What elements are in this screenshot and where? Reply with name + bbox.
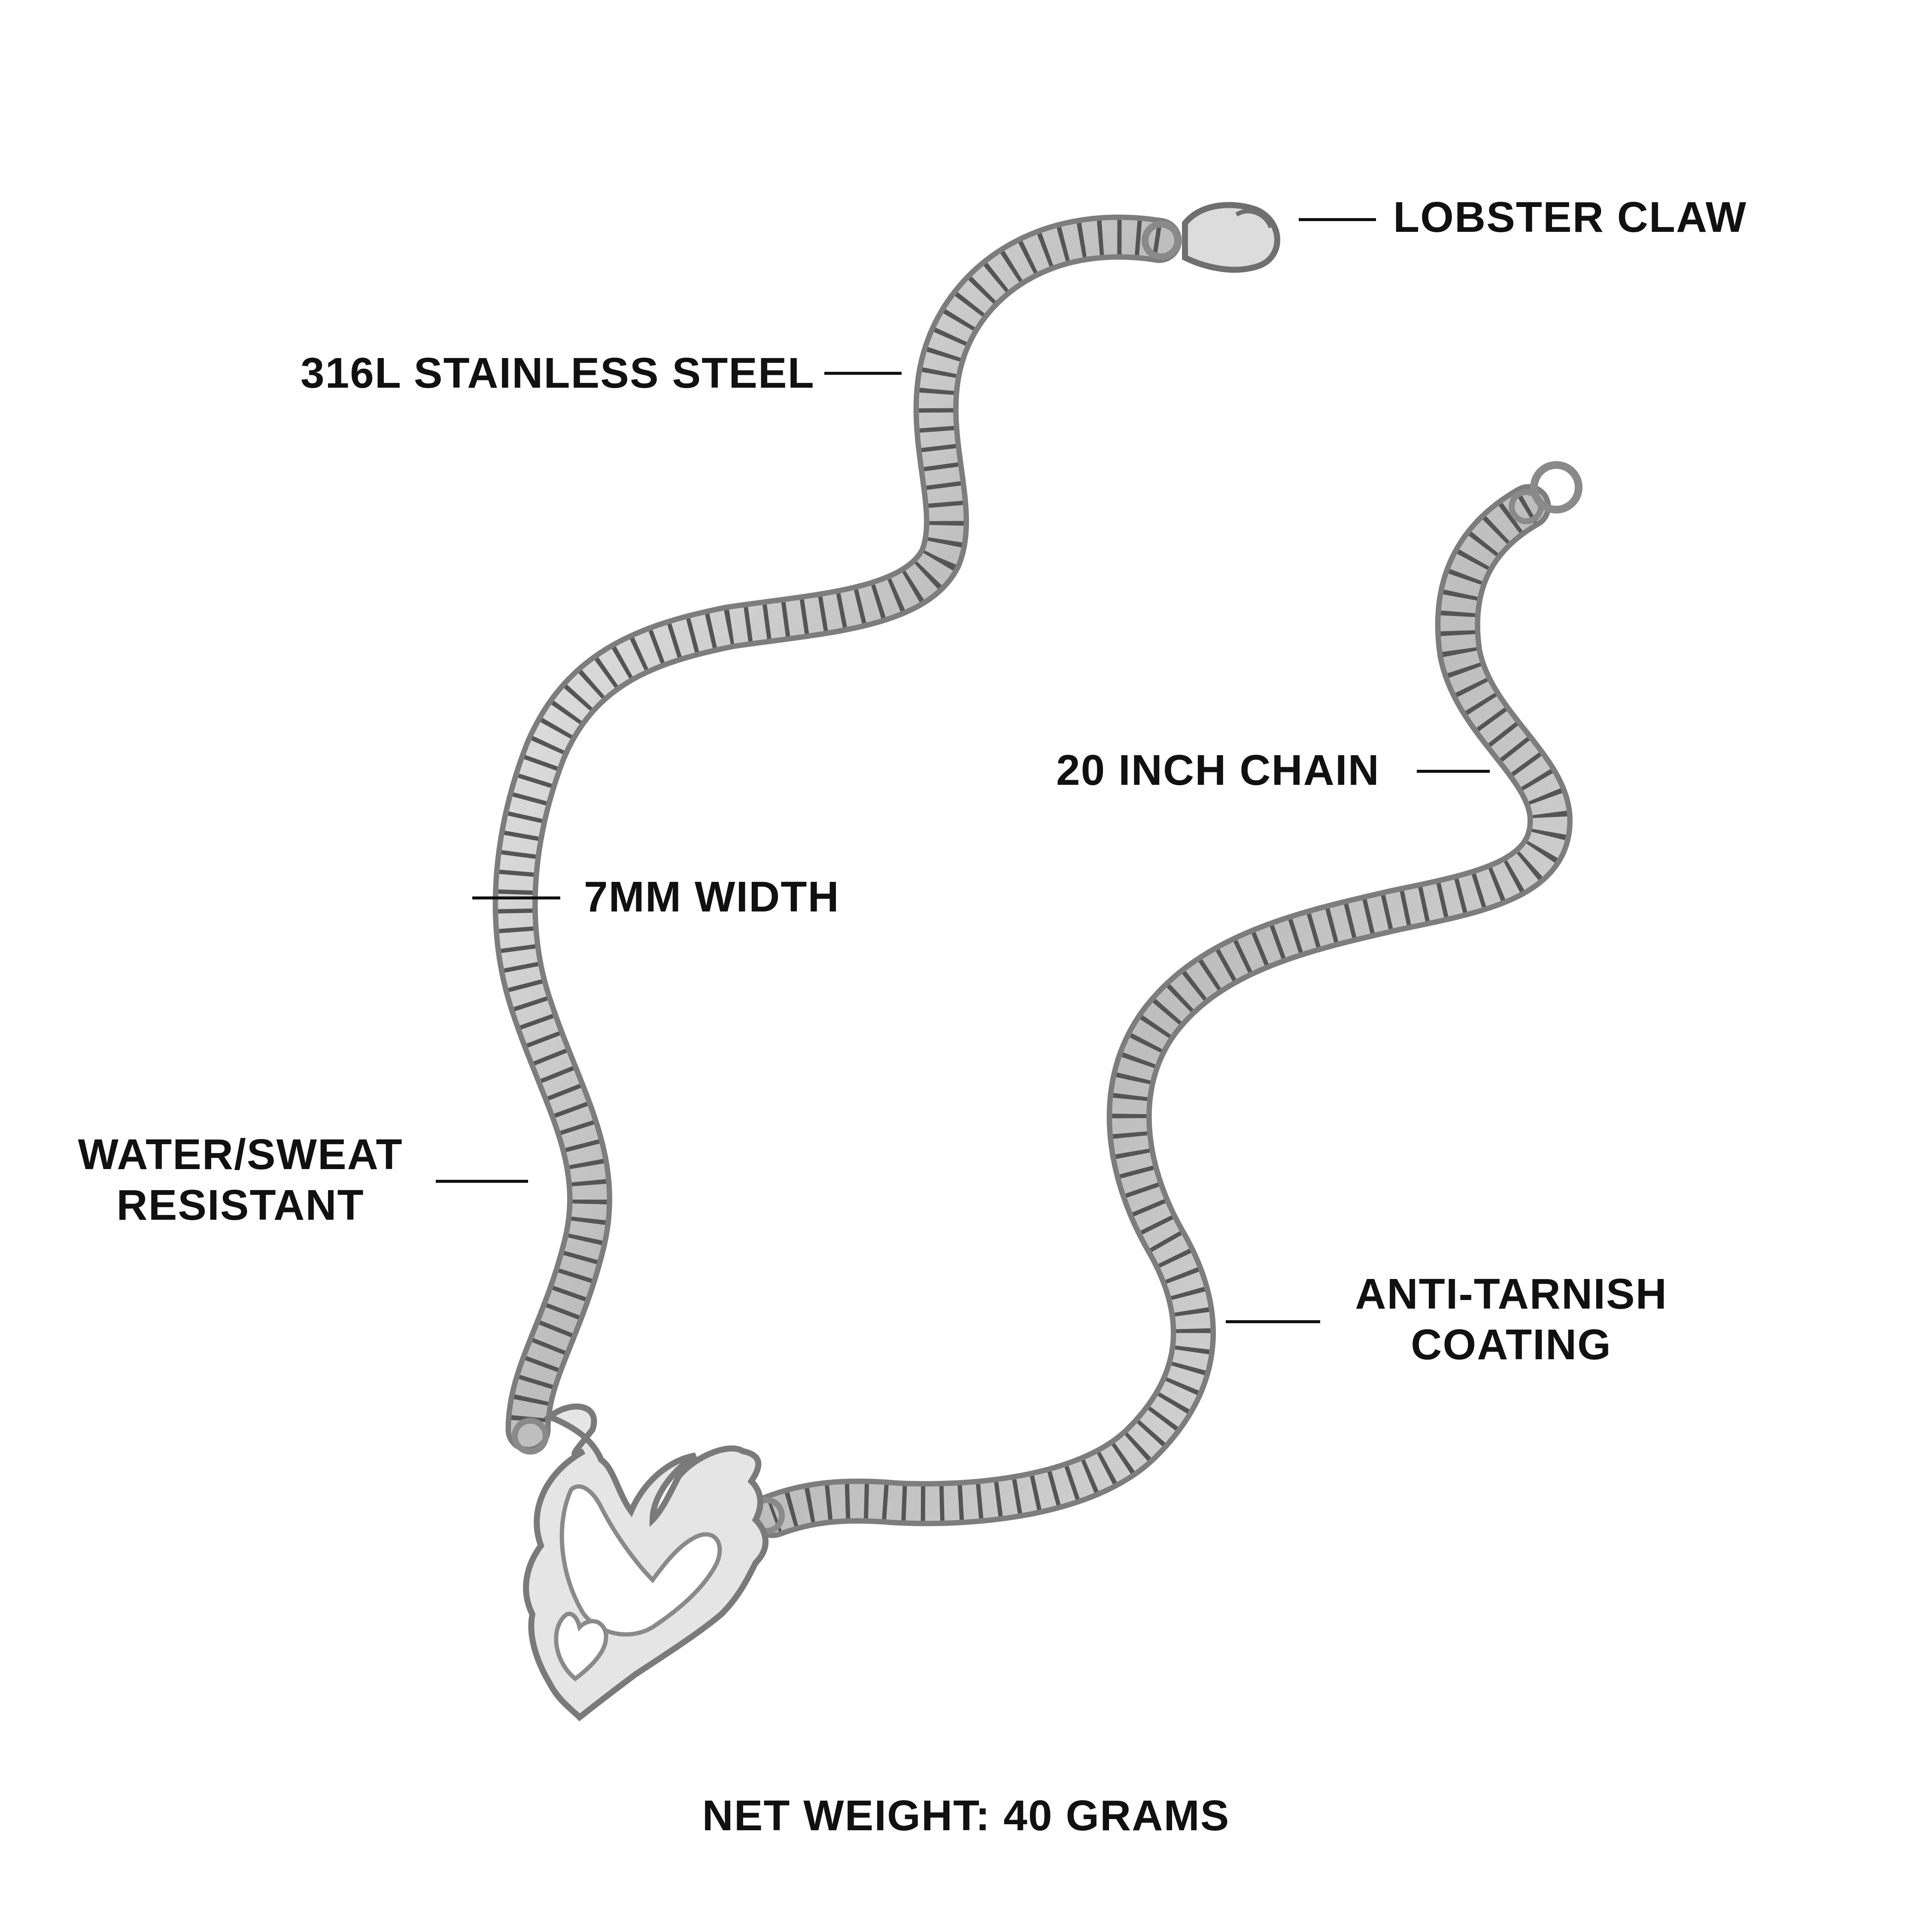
lobster-claw-label: LOBSTER CLAW [1393,193,1747,241]
water-resistant-line-1: WATER/SWEAT [78,1130,403,1179]
chain-length-leader-line [1417,770,1490,773]
stainless-steel-leader-line [824,372,902,375]
chain-right-strand [750,484,1573,1538]
width-label: 7MM WIDTH [584,873,840,921]
anti-tarnish-leader-line [1226,1320,1320,1323]
water-resistant-leader-line [436,1180,528,1183]
stainless-steel-label: 316L STAINLESS STEEL [301,349,815,397]
anti-tarnish-label: ANTI-TARNISH COATING [1340,1269,1683,1370]
pendant-left-jump-ring [512,1418,549,1455]
chain-left-strand [492,214,1182,1452]
water-resistant-label: WATER/SWEAT RESISTANT [64,1129,416,1230]
lobster-claw-leader-line [1299,218,1376,221]
width-leader-line [472,896,560,899]
chain-length-label: 20 INCH CHAIN [1056,746,1380,794]
anti-tarnish-line-2: COATING [1411,1321,1612,1369]
net-weight-label: NET WEIGHT: 40 GRAMS [702,1792,1230,1840]
lobster-claw-clasp [1142,202,1280,273]
anti-tarnish-line-1: ANTI-TARNISH [1355,1270,1668,1318]
water-resistant-line-2: RESISTANT [116,1181,365,1229]
tribal-heart-pendant [523,1403,769,1722]
end-ring [1509,461,1583,524]
